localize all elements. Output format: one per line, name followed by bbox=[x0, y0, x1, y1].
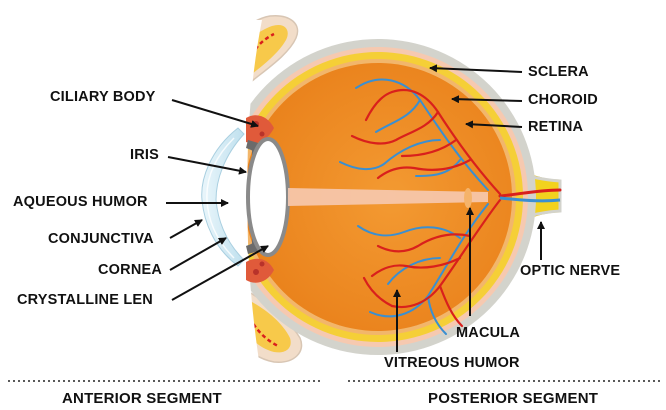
label-conjunctiva: CONJUNCTIVA bbox=[48, 231, 154, 247]
label-iris: IRIS bbox=[130, 147, 159, 163]
label-sclera: SCLERA bbox=[528, 64, 589, 80]
label-vitreous-humor: VITREOUS HUMOR bbox=[384, 355, 520, 371]
label-ciliary-body: CILIARY BODY bbox=[50, 89, 156, 105]
label-crystalline-lens: CRYSTALLINE LEN bbox=[17, 292, 153, 308]
label-posterior-segment: POSTERIOR SEGMENT bbox=[428, 390, 598, 407]
label-macula: MACULA bbox=[456, 325, 520, 341]
label-aqueous-humor: AQUEOUS HUMOR bbox=[13, 194, 148, 210]
label-cornea: CORNEA bbox=[98, 262, 162, 278]
label-optic-nerve: OPTIC NERVE bbox=[520, 263, 620, 279]
label-retina: RETINA bbox=[528, 119, 583, 135]
arrow-conjunctiva bbox=[170, 220, 202, 238]
crystalline-lens bbox=[248, 139, 288, 255]
macula bbox=[464, 188, 472, 208]
label-choroid: CHOROID bbox=[528, 92, 598, 108]
label-anterior-segment: ANTERIOR SEGMENT bbox=[62, 390, 222, 407]
